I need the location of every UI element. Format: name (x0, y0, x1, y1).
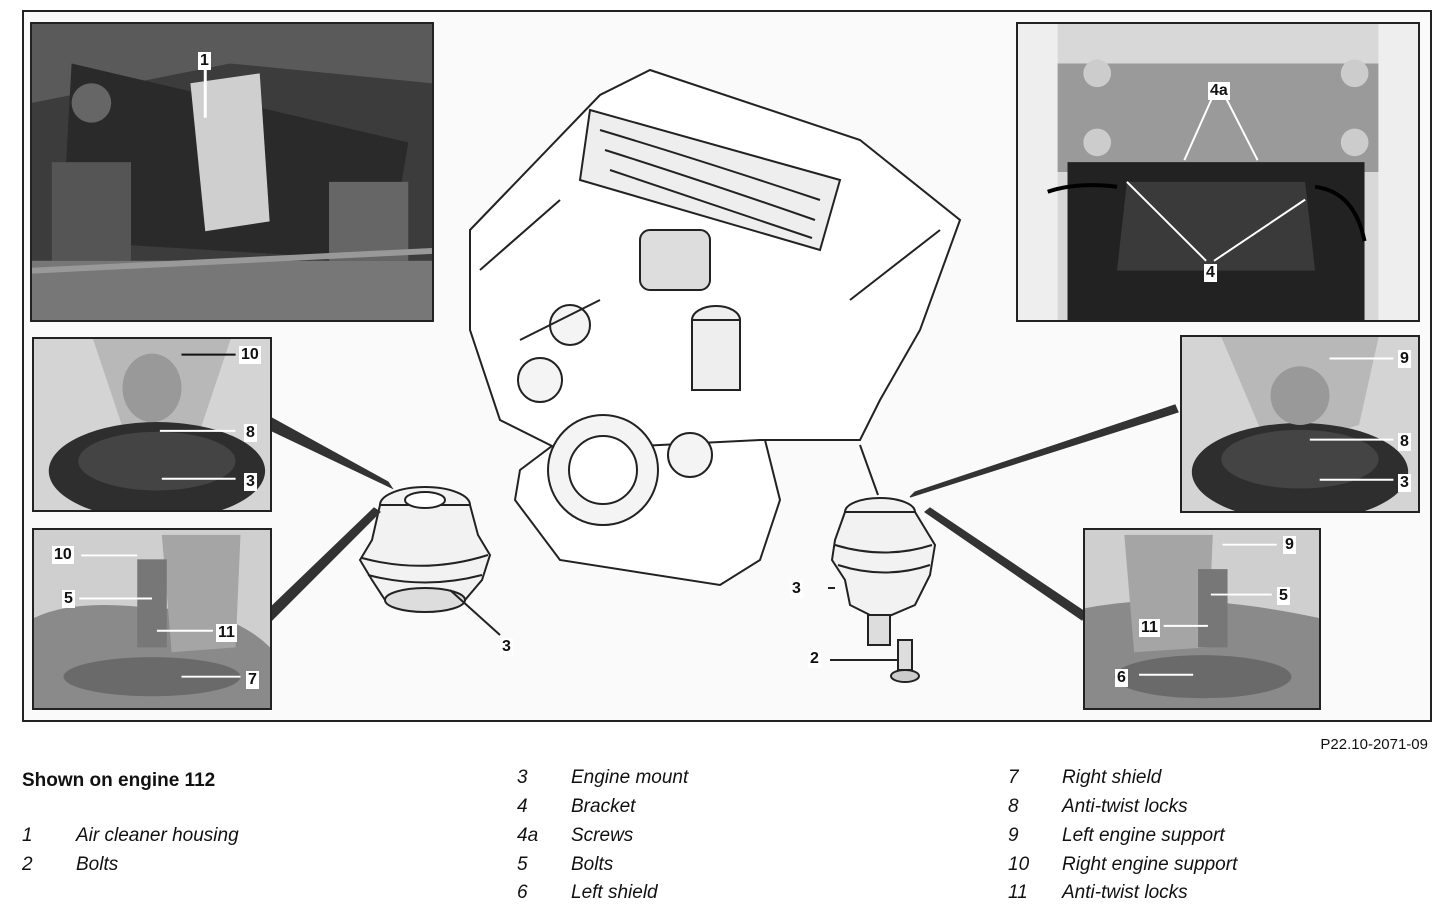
callout-bolts-mount: 2 (808, 650, 821, 668)
legend-text: Anti-twist locks (1062, 796, 1188, 817)
legend-number: 9 (1008, 825, 1019, 846)
legend-number: 5 (517, 854, 528, 875)
legend-item: 6 Left shield (517, 882, 817, 910)
photo-engine-compartment: 1 (30, 22, 434, 322)
legend-number: 8 (1008, 796, 1019, 817)
legend-item: 8 Anti-twist locks (1008, 796, 1408, 824)
legend-number: 7 (1008, 767, 1019, 788)
legend-text: Right shield (1062, 767, 1162, 788)
callout-left-shield: 6 (1115, 669, 1128, 687)
photo-right-shield: 10 5 11 7 (32, 528, 272, 710)
legend-number: 3 (517, 767, 528, 788)
callout-engine-mount-right: 3 (790, 580, 803, 598)
legend-text: Anti-twist locks (1062, 882, 1188, 903)
legend-number: 10 (1008, 854, 1030, 875)
legend-item: 11 Anti-twist locks (1008, 882, 1408, 910)
callout-engine-mount: 3 (1398, 474, 1411, 492)
callout-anti-twist-locks: 11 (1139, 619, 1160, 637)
callout-anti-twist-locks: 8 (1398, 433, 1411, 451)
legend-number: 6 (517, 882, 528, 903)
figure-code: P22.10-2071-09 (1320, 736, 1428, 753)
callout-screws: 4a (1208, 82, 1230, 100)
photo-left-shield: 9 5 11 6 (1083, 528, 1321, 710)
callout-anti-twist-locks: 11 (216, 624, 237, 642)
legend-text: Engine mount (571, 767, 689, 788)
callout-right-engine-support: 10 (239, 346, 261, 364)
legend-item: 10 Right engine support (1008, 854, 1408, 882)
photo-left-mount-upper: 10 8 3 (32, 337, 272, 512)
legend-number: 4 (517, 796, 528, 817)
callout-right-shield: 7 (246, 671, 259, 689)
legend-number: 2 (22, 854, 33, 875)
callout-air-cleaner-housing: 1 (198, 52, 211, 70)
callout-left-engine-support: 9 (1283, 536, 1296, 554)
legend-text: Left engine support (1062, 825, 1225, 846)
legend-item: 3 Engine mount (517, 767, 817, 795)
callout-bolts: 5 (62, 590, 75, 608)
legend-text: Bolts (571, 854, 614, 875)
legend-text: Bracket (571, 796, 636, 817)
legend-text: Air cleaner housing (76, 825, 239, 846)
legend-number: 11 (1008, 882, 1028, 903)
callout-left-engine-support: 9 (1398, 350, 1411, 368)
legend-text: Screws (571, 825, 634, 846)
legend-item: 7 Right shield (1008, 767, 1408, 795)
legend-text: Bolts (76, 854, 119, 875)
photo-bracket: 4a 4 (1016, 22, 1420, 322)
callout-bracket: 4 (1204, 264, 1217, 282)
legend-item: 5 Bolts (517, 854, 817, 882)
legend-heading: Shown on engine 112 (22, 770, 216, 791)
callout-bolts: 5 (1277, 587, 1290, 605)
legend-item: 1 Air cleaner housing (22, 825, 322, 853)
legend-item: 2 Bolts (22, 854, 322, 882)
callout-right-engine-support: 10 (52, 546, 74, 564)
legend-text: Left shield (571, 882, 658, 903)
legend-number: 1 (22, 825, 33, 846)
callout-engine-mount-left: 3 (500, 638, 513, 656)
legend-item: 4a Screws (517, 825, 817, 853)
legend-text: Right engine support (1062, 854, 1238, 875)
photo-right-mount-upper: 9 8 3 (1180, 335, 1420, 513)
callout-engine-mount: 3 (244, 473, 257, 491)
legend-item: 4 Bracket (517, 796, 817, 824)
legend-item: 9 Left engine support (1008, 825, 1408, 853)
legend-number: 4a (517, 825, 539, 846)
callout-anti-twist-locks: 8 (244, 424, 257, 442)
